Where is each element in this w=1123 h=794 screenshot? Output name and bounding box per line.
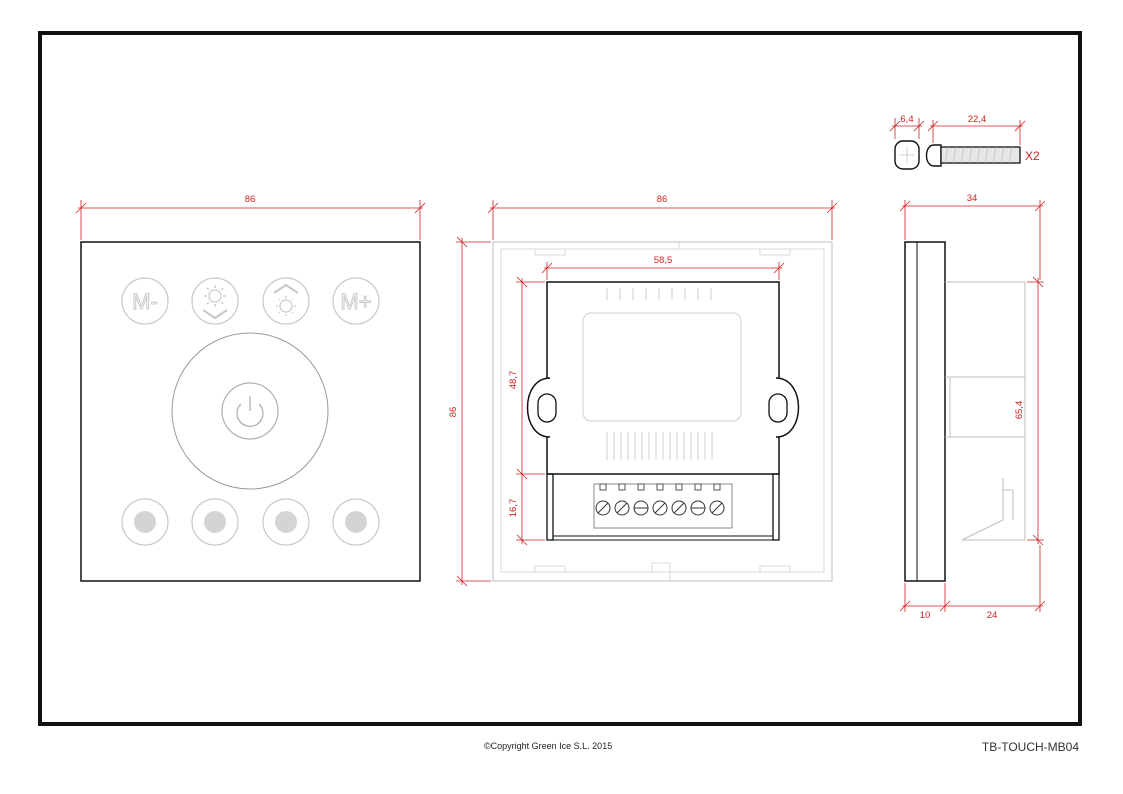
indicator-button-4[interactable] bbox=[332, 498, 380, 546]
back-plate bbox=[492, 241, 833, 582]
sun-down-icon bbox=[202, 285, 228, 320]
screw-length-label: 22,4 bbox=[968, 114, 987, 125]
drawing-frame bbox=[38, 31, 1082, 726]
upper-height-dimension bbox=[516, 276, 545, 546]
screw-thread bbox=[940, 146, 1021, 164]
power-icon bbox=[236, 396, 264, 427]
m-plus-label: M+ bbox=[340, 289, 371, 314]
touch-ring[interactable] bbox=[171, 332, 329, 490]
side-face-plate bbox=[904, 241, 946, 582]
body-height-label: 65,4 bbox=[1014, 401, 1025, 420]
brightness-up-button[interactable] bbox=[262, 277, 310, 325]
m-minus-label: M- bbox=[132, 289, 158, 314]
screw-length-dimension bbox=[927, 120, 1026, 145]
m-plus-button[interactable] bbox=[332, 277, 380, 325]
module-width-label: 58,5 bbox=[654, 255, 673, 266]
side-depth-dimension bbox=[899, 200, 1046, 280]
indicator-button-1[interactable] bbox=[121, 498, 169, 546]
brightness-down-button[interactable] bbox=[191, 277, 239, 325]
vent-bottom bbox=[606, 432, 713, 460]
back-plate-inner bbox=[500, 248, 825, 573]
front-width-label: 86 bbox=[245, 194, 256, 205]
indicator-button-2[interactable] bbox=[191, 498, 239, 546]
indicator-button-3[interactable] bbox=[262, 498, 310, 546]
side-height-dimension bbox=[1027, 276, 1044, 546]
screw-head-dimension bbox=[889, 118, 925, 139]
cross-slot-icon bbox=[900, 147, 914, 163]
side-depth-label: 34 bbox=[967, 193, 978, 204]
module-label-area bbox=[582, 312, 742, 422]
terminal-section bbox=[546, 473, 780, 541]
indicator-dot-1 bbox=[134, 511, 156, 533]
power-button[interactable] bbox=[221, 382, 279, 440]
sun-up-icon bbox=[273, 283, 299, 316]
face-depth-label: 10 bbox=[920, 610, 931, 621]
terminal-screws bbox=[595, 500, 725, 516]
indicator-dot-2 bbox=[204, 511, 226, 533]
indicator-dot-4 bbox=[345, 511, 367, 533]
drawing-reference: TB-TOUCH-MB04 bbox=[981, 740, 1079, 754]
screw-detail: 6,4 22,4 X2 bbox=[889, 114, 1040, 170]
back-height-label: 86 bbox=[448, 407, 459, 418]
lower-height-label: 16,7 bbox=[508, 499, 519, 518]
back-view: 86 86 58,5 48,7 16,7 bbox=[448, 194, 838, 587]
body-depth-label: 24 bbox=[987, 610, 998, 621]
back-width-dimension bbox=[487, 200, 838, 240]
mounting-lug-right bbox=[768, 377, 800, 438]
side-lower-dimension bbox=[899, 545, 1046, 612]
copyright-text: ©Copyright Green Ice S.L. 2015 bbox=[484, 741, 613, 751]
mounting-lug-left bbox=[526, 377, 557, 438]
back-width-label: 86 bbox=[657, 194, 668, 205]
upper-height-label: 48,7 bbox=[508, 371, 519, 390]
side-view: 34 10 24 65,4 bbox=[899, 193, 1046, 621]
indicator-dot-3 bbox=[275, 511, 297, 533]
back-height-dimension bbox=[456, 236, 491, 587]
screw-head-label: 6,4 bbox=[900, 114, 913, 125]
front-view: 86 M- M+ bbox=[75, 194, 426, 582]
side-body bbox=[945, 281, 1026, 541]
m-minus-button[interactable] bbox=[121, 277, 169, 325]
screw-head-side bbox=[925, 144, 942, 167]
module-width-dimension bbox=[541, 262, 785, 280]
front-width-dimension bbox=[75, 200, 426, 240]
indicator-buttons bbox=[121, 498, 380, 546]
vent-top bbox=[606, 288, 712, 300]
screw-quantity-label: X2 bbox=[1025, 149, 1040, 163]
